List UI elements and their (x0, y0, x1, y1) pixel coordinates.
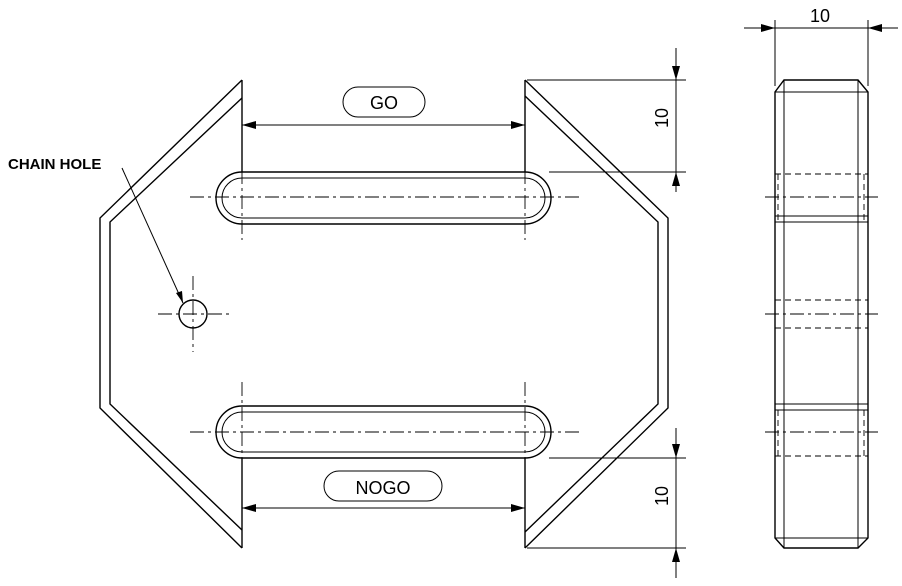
front-view: CHAIN HOLE GO NOGO 10 (8, 48, 686, 578)
chain-hole-leader: CHAIN HOLE (8, 156, 184, 304)
go-height-value: 10 (652, 108, 672, 128)
right-body-outline (524, 79, 669, 549)
nogo-height-dimension: 10 (527, 428, 686, 578)
go-height-dimension: 10 (527, 48, 686, 192)
chain-hole-label: CHAIN HOLE (8, 156, 101, 173)
go-label-box (342, 86, 426, 118)
nogo-width-dimension: NOGO (242, 470, 525, 512)
side-view: 10 (744, 6, 898, 549)
go-width-dimension: GO (242, 86, 525, 129)
nogo-height-value: 10 (652, 486, 672, 506)
nogo-slot (190, 382, 580, 500)
thickness-dimension: 10 (744, 6, 898, 86)
nogo-label-box (323, 470, 443, 502)
nogo-label: NOGO (355, 478, 410, 498)
go-label: GO (370, 93, 398, 113)
thickness-value: 10 (810, 6, 830, 26)
chain-hole (158, 276, 232, 352)
go-slot (190, 120, 580, 240)
